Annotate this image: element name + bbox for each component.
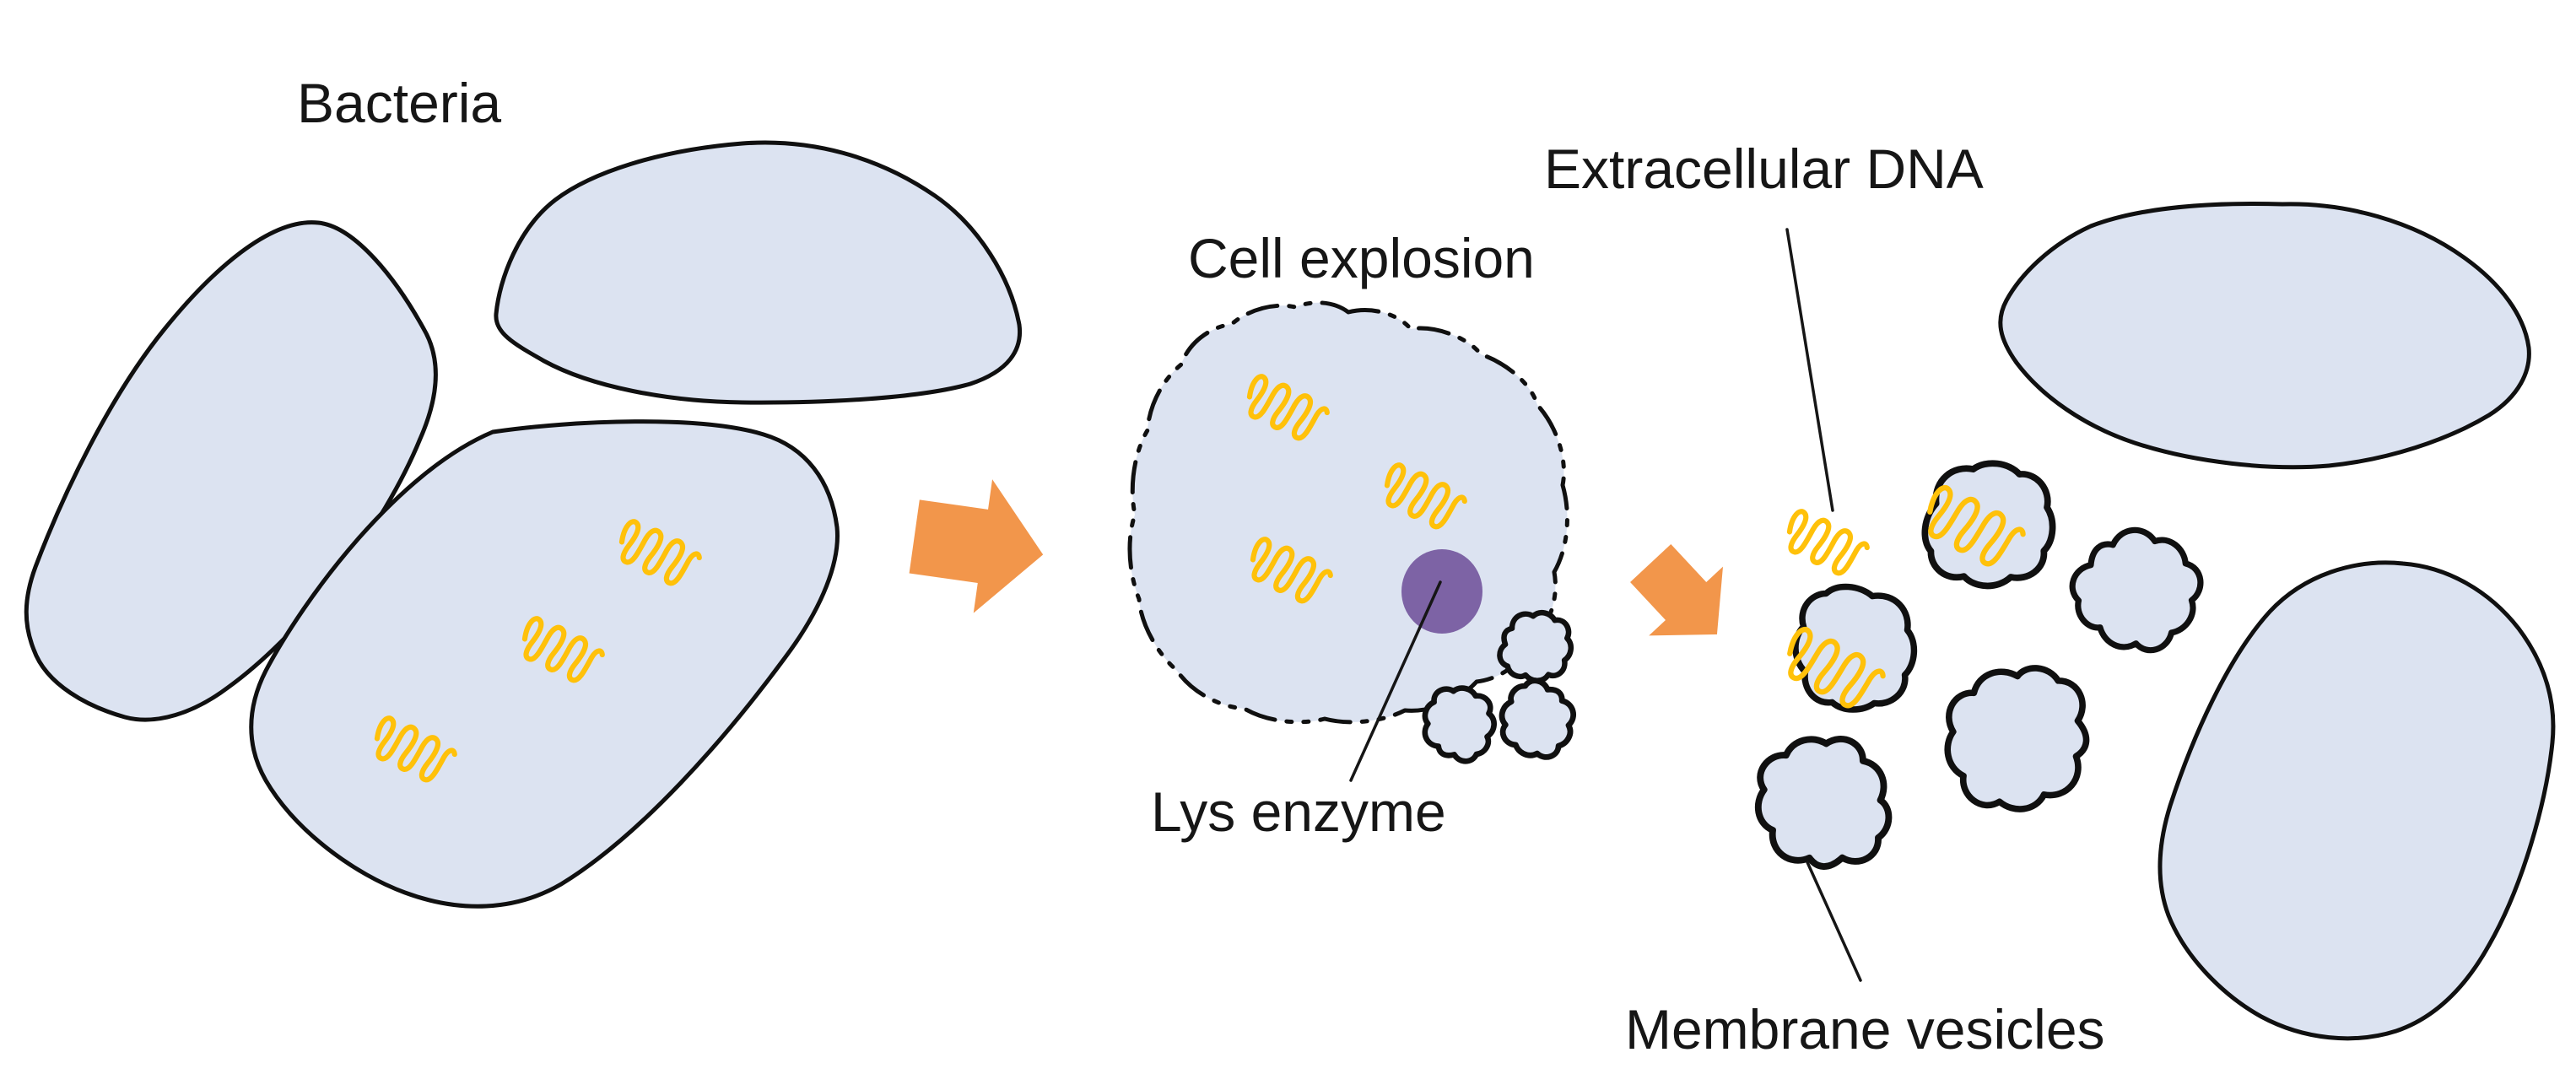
bacterium-bottom-right bbox=[2157, 560, 2556, 1041]
membrane-vesicle bbox=[1750, 730, 1895, 875]
membrane-vesicle-with-dna bbox=[1919, 455, 2061, 594]
membrane-vesicles-label: Membrane vesicles bbox=[1625, 998, 2105, 1061]
cell-explosion-group bbox=[1127, 300, 1586, 782]
bacterium-left bbox=[24, 220, 438, 722]
process-arrow-1 bbox=[905, 469, 1053, 622]
extracellular-dna-pointer-line bbox=[1785, 228, 1834, 512]
membrane-vesicle bbox=[2056, 508, 2222, 673]
release-stage-group bbox=[1750, 202, 2556, 1041]
bacteria-label: Bacteria bbox=[297, 72, 502, 134]
extracellular-dna-coil-icon bbox=[1780, 510, 1870, 580]
cell-explosion-label: Cell explosion bbox=[1188, 227, 1535, 289]
bacteria-stage-group bbox=[24, 140, 1023, 909]
lys-enzyme-label: Lys enzyme bbox=[1151, 780, 1446, 843]
lys-enzyme-dot bbox=[1401, 549, 1482, 634]
process-arrow-2 bbox=[1613, 528, 1754, 669]
membrane-vesicle bbox=[1941, 664, 2092, 815]
bacterium-top-right bbox=[1998, 202, 2531, 470]
membrane-vesicle bbox=[1489, 672, 1586, 769]
bacterium-top bbox=[494, 140, 1023, 405]
lys-enzyme-pointer-line bbox=[1349, 580, 1442, 782]
membrane-vesicles-pointer-line bbox=[1806, 861, 1862, 982]
extracellular-dna-label: Extracellular DNA bbox=[1544, 138, 1984, 200]
membrane-vesicle-with-dna bbox=[1790, 583, 1920, 715]
bacterium-large bbox=[249, 419, 840, 909]
